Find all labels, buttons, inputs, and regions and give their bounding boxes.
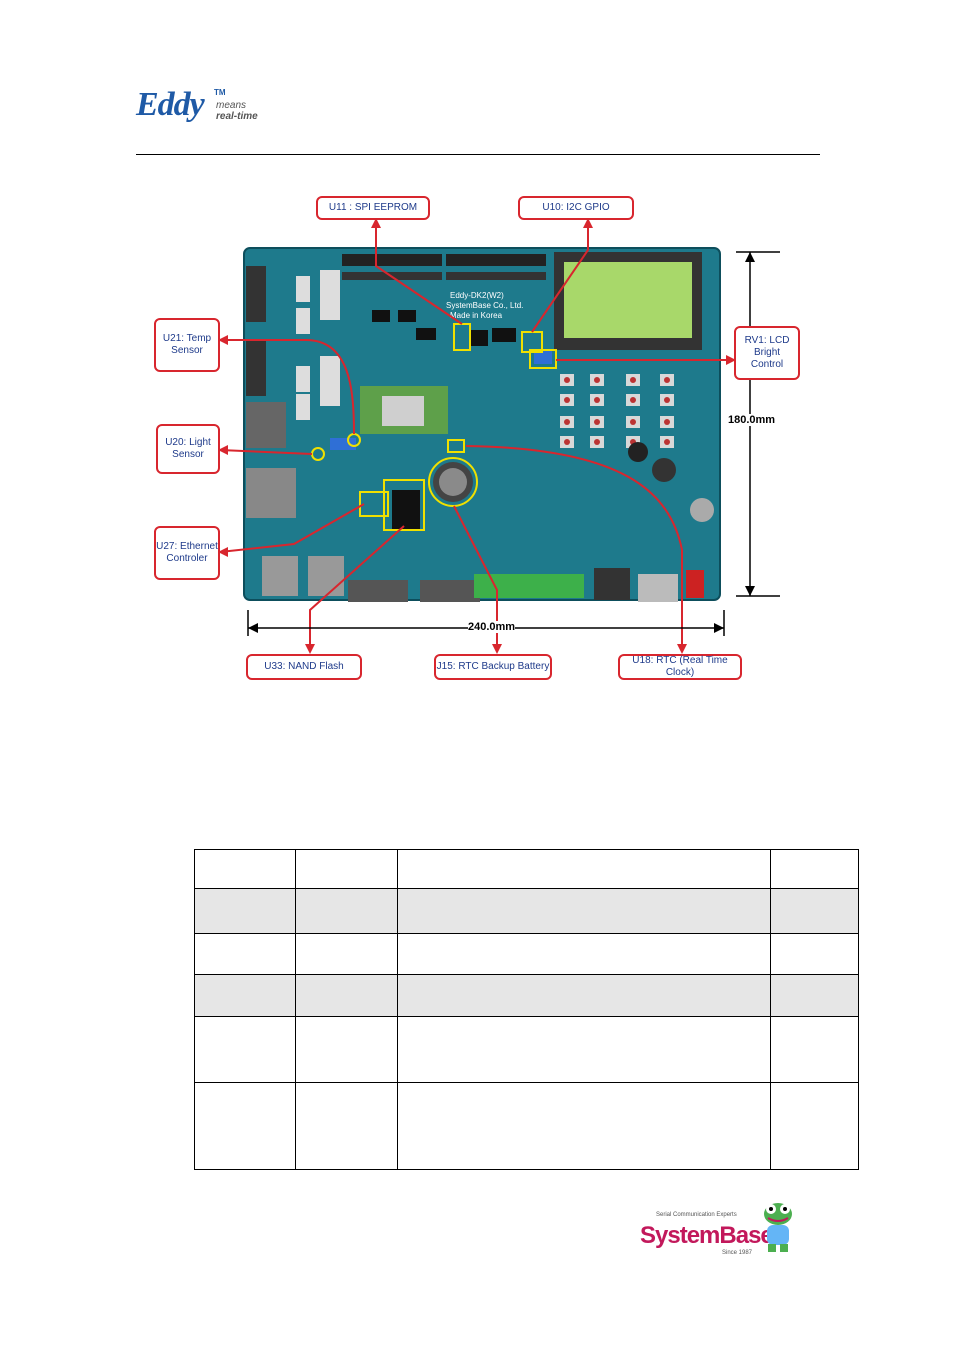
callout-j15-text: J15: RTC Backup Battery <box>436 661 550 672</box>
callout-u18-rtc: U18: RTC (Real Time Clock) <box>618 654 742 680</box>
table-row <box>194 1016 859 1083</box>
table-cell <box>194 1082 296 1170</box>
table-row <box>194 888 859 934</box>
callout-rv1-text-2: Bright <box>753 347 781 358</box>
callout-u20-text-1: U20: Light <box>165 437 211 448</box>
table-cell <box>770 888 859 934</box>
table-cell <box>770 849 859 889</box>
table-cell <box>294 888 399 934</box>
table-cell <box>397 1082 772 1170</box>
silkscreen-line2: SystemBase Co., Ltd. <box>446 301 523 310</box>
callout-u21-text-2: Sensor <box>171 345 203 356</box>
callout-u11-text: U11 : SPI EEPROM <box>328 202 418 213</box>
systembase-since: Since 1987 <box>722 1250 753 1256</box>
callout-u10-text: U10: I2C GPIO <box>542 202 610 213</box>
callout-u10-i2c-gpio: U10: I2C GPIO <box>518 196 634 220</box>
table-cell <box>397 933 772 975</box>
spec-table <box>194 849 859 1170</box>
table-cell <box>397 888 772 934</box>
callout-u33-nand-flash: U33: NAND Flash <box>246 654 362 680</box>
callout-u20-light-sensor: U20: Light Sensor <box>156 424 220 474</box>
header-connector-right <box>446 254 546 266</box>
callout-rv1-text-1: RV1: LCD <box>744 335 790 346</box>
table-cell <box>294 849 399 889</box>
callout-rv1-text-3: Control <box>750 359 784 370</box>
callout-j15-rtc-battery: J15: RTC Backup Battery <box>434 654 552 680</box>
table-cell <box>770 974 859 1017</box>
table-cell <box>770 1016 859 1083</box>
table-cell <box>770 1082 859 1170</box>
table-cell <box>194 1016 296 1083</box>
callout-u11-spi-eeprom: U11 : SPI EEPROM <box>316 196 430 220</box>
eddy-logo: Eddy TM means real-time <box>136 86 266 126</box>
table-cell <box>294 1082 399 1170</box>
callout-u33-text: U33: NAND Flash <box>264 661 344 672</box>
board-photo-illustration: Eddy-DK2(W2) SystemBase Co., Ltd. Made i… <box>218 218 780 654</box>
table-cell <box>194 974 296 1017</box>
callout-u21-text-1: U21: Temp <box>162 333 212 344</box>
callout-u18-text: U18: RTC (Real Time Clock) <box>632 655 728 678</box>
frog-mascot-icon <box>764 1203 792 1252</box>
logo-wordmark: Eddy <box>136 86 205 123</box>
callout-u27-text-1: U27: Ethernet <box>156 541 218 552</box>
table-cell <box>194 933 296 975</box>
table-cell <box>294 974 399 1017</box>
header-connector-left <box>342 254 442 266</box>
logo-tagline-realtime: real-time <box>216 111 258 122</box>
highlight-u18 <box>447 439 465 453</box>
systembase-logo: Serial Communication Experts SystemBase … <box>640 1200 800 1262</box>
logo-tagline-means: means <box>216 100 247 111</box>
board-figure: Eddy-DK2(W2) SystemBase Co., Ltd. Made i… <box>150 190 800 690</box>
dimension-width-label: 240.0mm <box>468 621 516 633</box>
ethernet-port-2 <box>308 556 344 596</box>
logo-trademark: TM <box>214 88 226 97</box>
serial-port-left <box>246 402 286 448</box>
table-row <box>194 933 859 975</box>
highlight-u27 <box>359 491 389 517</box>
callout-u27-ethernet: U27: Ethernet Controler <box>154 526 220 580</box>
table-cell <box>294 1016 399 1083</box>
table-row <box>194 1082 859 1170</box>
table-cell <box>294 933 399 975</box>
ethernet-port-1 <box>262 556 298 596</box>
callout-rv1-lcd-bright: RV1: LCD Bright Control <box>734 326 800 380</box>
lcd-screen <box>564 262 692 338</box>
callout-u27-text-2: Controler <box>166 553 208 564</box>
systembase-wordmark: SystemBase <box>640 1222 774 1249</box>
table-cell <box>194 849 296 889</box>
table-cell <box>397 849 772 889</box>
silkscreen-line1: Eddy-DK2(W2) <box>450 291 504 300</box>
callout-u21-temp-sensor: U21: Temp Sensor <box>154 318 220 372</box>
table-cell <box>770 933 859 975</box>
header-rule <box>136 154 820 155</box>
highlight-u33 <box>383 479 425 531</box>
table-cell <box>397 974 772 1017</box>
table-row <box>194 849 859 889</box>
callout-u20-text-2: Sensor <box>172 449 204 460</box>
silkscreen-line3: Made in Korea <box>450 311 503 320</box>
dimension-height-label: 180.0mm <box>728 414 776 426</box>
table-cell <box>194 888 296 934</box>
highlight-j15 <box>428 457 478 507</box>
table-row <box>194 974 859 1017</box>
systembase-tagline: Serial Communication Experts <box>656 1212 737 1218</box>
table-cell <box>397 1016 772 1083</box>
terminal-block <box>474 574 584 598</box>
